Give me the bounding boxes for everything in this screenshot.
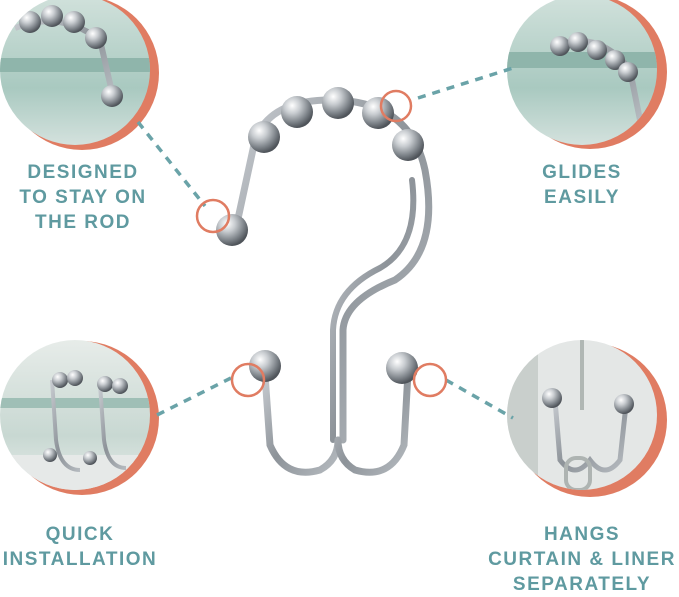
detail-circle-glides: [507, 0, 667, 149]
callout-rings: [195, 89, 448, 398]
label-line: HANGS: [543, 524, 621, 545]
label-line: THE ROD: [35, 212, 131, 233]
feature-label-hangs: HANGS CURTAIN & LINER SEPARATELY: [487, 522, 677, 597]
feature-label-glides: GLIDES EASILY: [507, 160, 657, 210]
label-line: TO STAY ON: [19, 187, 147, 208]
label-line: CURTAIN & LINER: [488, 549, 676, 570]
detail-circle-installation: [0, 340, 159, 495]
label-line: INSTALLATION: [2, 549, 158, 570]
label-line: QUICK: [45, 524, 115, 545]
label-line: SEPARATELY: [512, 574, 652, 595]
label-line: EASILY: [544, 187, 620, 208]
feature-label-stay-on-rod: DESIGNED TO STAY ON THE ROD: [8, 160, 158, 235]
feature-label-installation: QUICK INSTALLATION: [0, 522, 160, 572]
label-line: DESIGNED: [27, 162, 139, 183]
detail-circle-hangs: [507, 340, 667, 497]
shower-hook: [216, 87, 433, 476]
label-line: GLIDES: [542, 162, 622, 183]
leader-lines: [136, 66, 514, 420]
detail-circle-stay-on-rod: [0, 0, 159, 150]
